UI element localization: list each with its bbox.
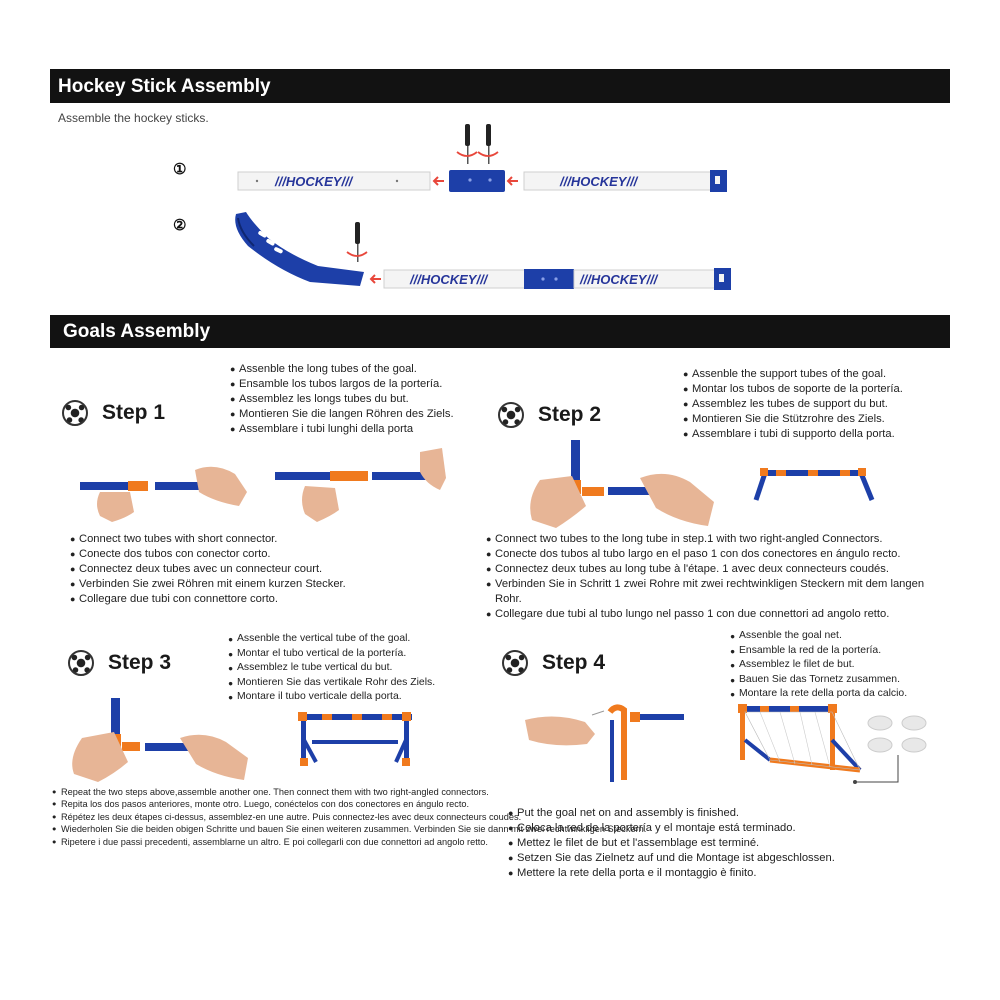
list-item: Assemblare i tubi lunghi della porta [230, 422, 454, 437]
list-item: Conecte dos tubos con conector corto. [70, 547, 346, 562]
goal-frame-icon [753, 468, 875, 501]
list-item: Montieren Sie die Stützrohre des Ziels. [683, 412, 903, 427]
screwdriver-icon [456, 124, 499, 164]
list-item: Wiederholen Sie die beiden obigen Schrit… [52, 823, 646, 836]
step3-heading: Step 3 [68, 650, 171, 676]
list-item: Collegare due tubi al tubo lungo nel pas… [486, 607, 946, 622]
list-item: Montare il tubo verticale della porta. [228, 690, 435, 705]
stick-step-one-illustration: ///HOCKEY/// ///HOCKEY/// [237, 124, 727, 192]
stick-step-two-number: ② [173, 217, 187, 234]
stick-step-two-illustration: ///HOCKEY/// ///HOCKEY/// [235, 212, 731, 290]
screwdriver-icon [346, 222, 368, 262]
stick-step-one-number: ① [173, 161, 187, 178]
list-item: Conecte dos tubos al tubo largo en el pa… [486, 547, 946, 562]
goal-net-icon [738, 704, 862, 773]
list-item: Assemblez les longs tubes du but. [230, 392, 454, 407]
list-item: Assenble the vertical tube of the goal. [228, 632, 435, 647]
list-item: Montare la rete della porta da calcio. [730, 687, 907, 702]
step2-bottom-list: Connect two tubes to the long tube in st… [486, 532, 946, 622]
list-item: Assemblez le filet de but. [730, 658, 907, 673]
step4-heading: Step 4 [502, 650, 605, 676]
list-item: Connect two tubes to the long tube in st… [486, 532, 946, 547]
hockey-stick-title: Hockey Stick Assembly [58, 76, 271, 97]
list-item: Ripetere i due passi precedenti, assembl… [52, 836, 488, 849]
step2-heading: Step 2 [498, 402, 601, 428]
list-item: Mettere la rete della porta e il montagg… [508, 866, 835, 881]
list-item: Repeat the two steps above,assemble anot… [52, 786, 489, 799]
list-item: Assemblez le tube vertical du but. [228, 661, 435, 676]
soccer-ball-icon [62, 400, 88, 426]
step1-heading: Step 1 [62, 400, 165, 426]
intro-text: Assemble the hockey sticks. [58, 111, 209, 125]
list-item: Assemblez les tubes de support du but. [683, 397, 903, 412]
step3-top-list: Assenble the vertical tube of the goal. … [228, 632, 435, 705]
stick-brand-1: ///HOCKEY/// [274, 174, 354, 189]
list-item: Verbinden Sie in Schritt 1 zwei Rohre mi… [486, 577, 935, 607]
list-item: Assenble the goal net. [730, 629, 907, 644]
step1-top-list: Assenble the long tubes of the goal. Ens… [230, 362, 454, 437]
list-item: Connect two tubes with short connector. [70, 532, 346, 547]
step1-bottom-list: Connect two tubes with short connector. … [70, 532, 346, 607]
stick-brand-4: ///HOCKEY/// [579, 272, 659, 287]
step1-label: Step 1 [102, 401, 166, 424]
list-item: Bauen Sie das Tornetz zusammen. [730, 673, 907, 688]
hockey-stick-header: Hockey Stick Assembly [50, 69, 950, 103]
list-item: Put the goal net on and assembly is fini… [508, 806, 835, 821]
list-item: Montieren Sie die langen Röhren des Ziel… [230, 407, 454, 422]
stick-brand-2: ///HOCKEY/// [559, 174, 639, 189]
list-item: Assenble the long tubes of the goal. [230, 362, 454, 377]
list-item: Assemblare i tubi di supporto della port… [683, 427, 903, 442]
list-item: Coloca la red de la portería y el montaj… [508, 821, 835, 836]
list-item: Montar los tubos de soporte de la porter… [683, 382, 903, 397]
step2-label: Step 2 [538, 403, 602, 426]
goals-title: Goals Assembly [63, 321, 211, 342]
list-item: Ensamble la red de la portería. [730, 644, 907, 659]
step3-bottom-list: Repeat the two steps above,assemble anot… [52, 786, 646, 849]
step4-bottom-list: Put the goal net on and assembly is fini… [508, 806, 835, 881]
list-item: Connectez deux tubes au long tube à l'ét… [486, 562, 946, 577]
list-item: Mettez le filet de but et l'assemblage e… [508, 836, 835, 851]
list-item: Repita los dos pasos anteriores, monte o… [52, 798, 469, 811]
step4-label: Step 4 [542, 651, 606, 674]
step2-top-list: Assenble the support tubes of the goal. … [683, 367, 903, 442]
list-item: Montar el tubo vertical de la portería. [228, 647, 435, 662]
list-item: Ensamble los tubos largos de la portería… [230, 377, 454, 392]
list-item: Connectez deux tubes avec un connecteur … [70, 562, 346, 577]
goal-frame-icon [298, 712, 412, 766]
soccer-ball-icon [502, 650, 528, 676]
soccer-ball-icon [68, 650, 94, 676]
goals-header: Goals Assembly [50, 315, 950, 348]
list-item: Répétez les deux étapes ci-dessus, assem… [52, 811, 521, 824]
step4-top-list: Assenble the goal net. Ensamble la red d… [730, 629, 907, 702]
list-item: Assenble the support tubes of the goal. [683, 367, 903, 382]
suction-cup-icon [867, 715, 927, 753]
list-item: Verbinden Sie zwei Röhren mit einem kurz… [70, 577, 346, 592]
list-item: Montieren Sie das vertikale Rohr des Zie… [228, 676, 435, 691]
list-item: Setzen Sie das Zielnetz auf und die Mont… [508, 851, 835, 866]
soccer-ball-icon [498, 402, 524, 428]
list-item: Collegare due tubi con connettore corto. [70, 592, 346, 607]
step3-label: Step 3 [108, 651, 172, 674]
stick-brand-3: ///HOCKEY/// [409, 272, 489, 287]
